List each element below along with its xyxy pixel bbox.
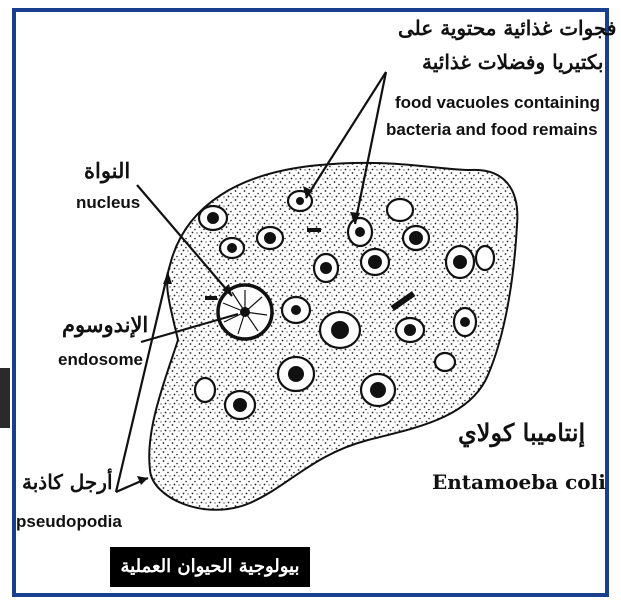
pseudopodia-label-ar: أرجل كاذبة bbox=[22, 470, 113, 494]
nucleus bbox=[218, 285, 272, 339]
nucleus-label-ar: النواة bbox=[84, 158, 130, 183]
vacuole-label-ar-line2: بكتيريا وفضلات غذائية bbox=[422, 50, 603, 74]
vacuole-label-ar-line1: فجوات غذائية محتوية على bbox=[398, 16, 616, 40]
organism-name-ar: إنتاميبا كولاي bbox=[458, 418, 585, 447]
organism-name-en: Entamoeba coli bbox=[432, 470, 606, 494]
endosome-label-en: endosome bbox=[58, 350, 143, 370]
nucleus-label-en: nucleus bbox=[76, 193, 140, 213]
endosome-label-ar: الإندوسوم bbox=[62, 312, 148, 337]
vacuole-label-en-line1: food vacuoles containing bbox=[395, 93, 600, 113]
footer-title: بيولوجية الحيوان العملية bbox=[110, 547, 310, 587]
pseudopodia-label-en: pseudopodia bbox=[16, 512, 122, 532]
vacuole-label-en-line2: bacteria and food remains bbox=[386, 120, 598, 140]
